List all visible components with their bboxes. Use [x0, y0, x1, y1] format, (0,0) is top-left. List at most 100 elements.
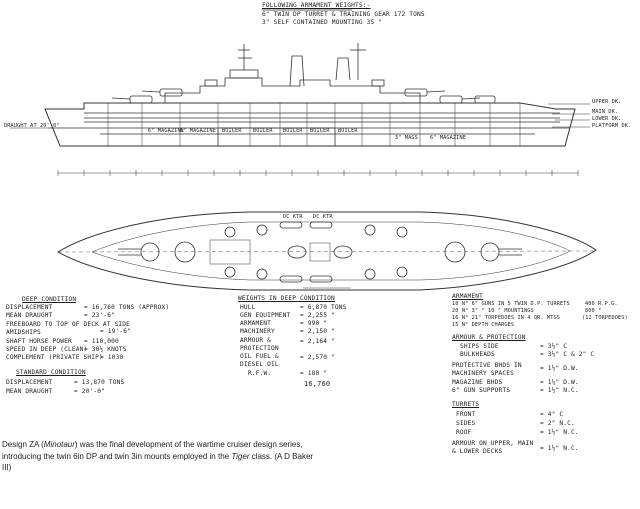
turrets-row-value: = 1½" N.C. [540, 429, 579, 436]
armament-row-label: 15 N° DEPTH CHARGES [452, 322, 515, 328]
protection-row-value: = 1½" D.W. [540, 365, 579, 372]
armament-row-value: 800 " [585, 308, 602, 314]
plan-label: DC KTR [313, 214, 333, 220]
weights-row-label: GEN EQUIPMENT [240, 312, 291, 319]
ship-drawing [10, 9, 597, 291]
deep-row-value: = 110,000 [84, 338, 119, 345]
turret-a-plan [140, 242, 160, 262]
standard-row-value: = 20'-0" [74, 388, 106, 395]
hull-profile [44, 102, 576, 147]
mount-3in-plan [396, 226, 408, 238]
weights-row-label: MACHINERY [240, 328, 275, 335]
weights-row-label: ARMOUR & PROTECTION [240, 337, 279, 352]
weights-row-label: ARMAMENT [240, 320, 272, 327]
armament-row-value: (12 TORPEDOES) [582, 315, 628, 321]
boiler-rooms [217, 127, 336, 147]
caption-prefix: Design ZA ( [2, 440, 44, 449]
header-line-2: 6" TWIN DP TURRET & TRAINING GEAR 172 TO… [262, 11, 425, 18]
bulkheads [107, 103, 521, 146]
deck-label-platform: PLATFORM DK. [592, 123, 632, 129]
weights-row-value: = 2,150 " [300, 328, 335, 335]
mount-3in-plan [396, 266, 408, 278]
standard-row-label: MEAN DRAUGHT [6, 388, 53, 395]
standard-row-label: DISPLACEMENT [6, 379, 53, 386]
weights-total: 16,760 [304, 380, 331, 388]
deep-row-value: = 30½ KNOTS [84, 346, 127, 353]
protection-row-label: BULKHEADS [460, 351, 495, 358]
deep-row-value: = 23'-6" [84, 312, 116, 319]
weights-row-value: = 990 " [300, 320, 328, 327]
space-label: BOILER [222, 128, 242, 134]
protection-row-label: PROTECTIVE BHDS IN MACHINERY SPACES [452, 362, 522, 377]
space-label: 6" MAGAZINE [148, 128, 185, 134]
protection-row-value: = 3½" C & 2" C [540, 351, 595, 358]
weights-row-label: HULL [240, 304, 256, 311]
after-funnel-plan [333, 245, 353, 259]
boat [309, 221, 333, 229]
header-line-1: FOLLOWING ARMAMENT WEIGHTS:- [262, 2, 371, 9]
weights-row-value: = 2,570 " [300, 354, 335, 361]
space-label: BOILER [310, 128, 330, 134]
armament-row-label: 16 N° 21" TORPEDOES IN 4 QR. MTGS [452, 315, 561, 321]
mount-3in-plan [364, 224, 376, 236]
mount-3in-plan [364, 268, 376, 280]
turret-x-plan [444, 241, 466, 263]
turrets-row-label: SIDES [456, 420, 476, 427]
protection-row-value: = 3½" C [540, 343, 568, 350]
protection-row-label: SHIPS SIDE [460, 343, 499, 350]
bridge-plan [209, 239, 251, 265]
deep-row-label: FREEBOARD TO TOP OF DECK AT SIDE AMIDSHI… [6, 321, 131, 336]
centreline [57, 250, 597, 253]
weights-row-label: OIL FUEL & DIESEL OIL [240, 353, 279, 368]
turrets-row-label: ARMOUR ON UPPER, MAIN & LOWER DECKS [452, 440, 534, 455]
draught-mark: DRAUGHT AT 20'-0" [4, 123, 60, 129]
turrets-row-label: FRONT [456, 411, 476, 418]
deep-condition-title: DEEP CONDITION [22, 296, 77, 303]
standard-row-value: = 13,870 TONS [74, 379, 125, 386]
mount-3in-plan [256, 268, 268, 280]
protection-row-value: = 1½" N.C. [540, 387, 579, 394]
deep-row-value: = 16,760 TONS (APPROX) [84, 304, 170, 311]
deep-row-label: SPEED IN DEEP (CLEAN) [6, 346, 88, 353]
bridge [229, 69, 259, 79]
weights-title: WEIGHTS IN DEEP CONDITION [238, 295, 335, 302]
armament-row-value: 400 R.P.G. [585, 301, 618, 307]
space-label: 3" MAGS [395, 135, 418, 141]
boat [309, 275, 333, 283]
caption-body: ) was the final development of the warti… [2, 440, 303, 461]
armament-row-label: 20 N° 3" " 10 " MOUNTINGS [452, 308, 534, 314]
caption-class-name: Tiger [231, 451, 250, 461]
protection-title: ARMOUR & PROTECTION [452, 334, 526, 341]
mount-3in-plan [224, 226, 236, 238]
fore-funnel [289, 55, 305, 87]
deck-plan-outline [57, 211, 597, 291]
boat [279, 275, 303, 283]
turrets-title: TURRETS [452, 401, 480, 408]
superstructure [164, 77, 421, 103]
weights-row-value: = 2,255 " [300, 312, 335, 319]
deep-row-label: SHAFT HORSE POWER [6, 338, 72, 345]
deck-edge-inner [91, 221, 571, 281]
turret-q-profile [474, 95, 496, 104]
header-line-3: 3" SELF CONTAINED MOUNTING 35 " [262, 19, 383, 26]
deep-row-label: COMPLEMENT (PRIVATE SHIP) [6, 354, 103, 361]
deep-row-label: DISPLACEMENT [6, 304, 53, 311]
turret-b-plan [174, 241, 196, 263]
turrets-row-label: ROOF [456, 429, 472, 436]
space-label: 6" MAGAZINE [430, 135, 467, 141]
turret-b-profile [159, 88, 183, 97]
standard-condition-title: STANDARD CONDITION [16, 369, 86, 376]
turret-x-profile [404, 88, 428, 97]
deep-row-value: = 19'-6" [100, 328, 132, 335]
space-label: 6" MAGAZINE [180, 128, 217, 134]
deep-row-value: = 1030 [100, 354, 124, 361]
plan-label: DC KTR [283, 214, 303, 220]
weights-row-value: = 2,164 " [300, 338, 335, 345]
space-label: BOILER [253, 128, 273, 134]
frame-ticks [57, 170, 579, 176]
protection-row-label: 6" GUN SUPPORTS [452, 387, 511, 394]
mount-3in-plan [256, 224, 268, 236]
boat [279, 221, 303, 229]
deck-label-lower: LOWER DK. [592, 116, 622, 122]
